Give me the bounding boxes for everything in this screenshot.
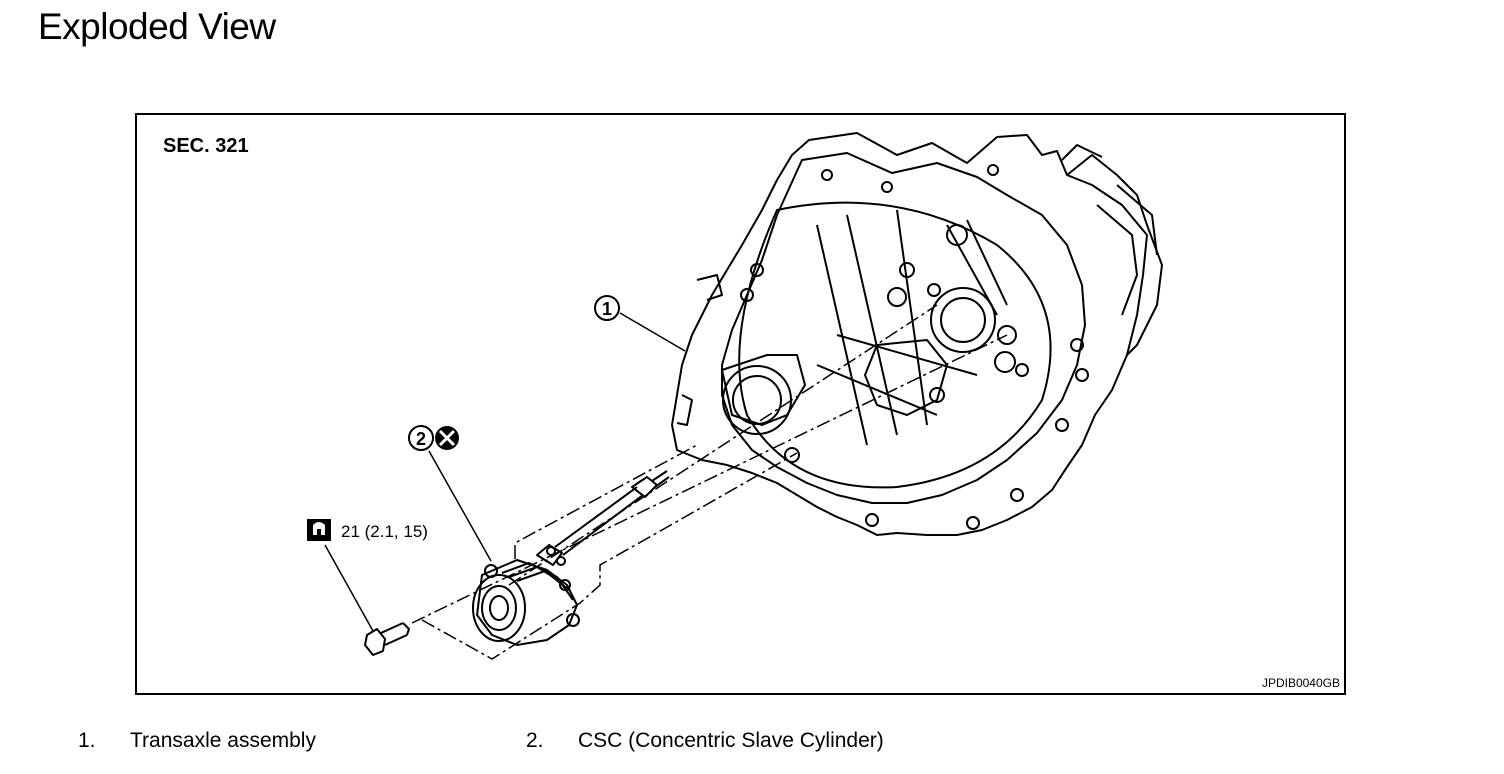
- exploded-view-drawing: 1 2: [307, 132, 1163, 660]
- svg-text:2: 2: [416, 429, 426, 449]
- legend-number: 1.: [78, 729, 96, 752]
- legend-label: Transaxle assembly: [130, 729, 316, 752]
- legend-number: 2.: [526, 729, 544, 752]
- transaxle-assembly: [671, 132, 1163, 536]
- legend-label: CSC (Concentric Slave Cylinder): [578, 729, 884, 752]
- callout-1: 1: [594, 295, 620, 321]
- page-title: Exploded View: [38, 6, 276, 47]
- callout-2: 2: [408, 425, 434, 451]
- alignment-lines: [411, 304, 1008, 660]
- torque-wrench-icon: [307, 519, 331, 541]
- figure-code: JPDIB0040GB: [1261, 676, 1340, 690]
- do-not-reuse-icon: [435, 426, 459, 450]
- exploded-view-figure: SEC. 321: [135, 113, 1346, 695]
- mounting-bolt: [364, 622, 410, 656]
- svg-text:1: 1: [602, 299, 612, 319]
- concentric-slave-cylinder: [472, 470, 670, 646]
- section-label: SEC. 321: [163, 135, 249, 157]
- leader-lines: [324, 312, 686, 632]
- torque-spec: 21 (2.1, 15): [341, 522, 428, 541]
